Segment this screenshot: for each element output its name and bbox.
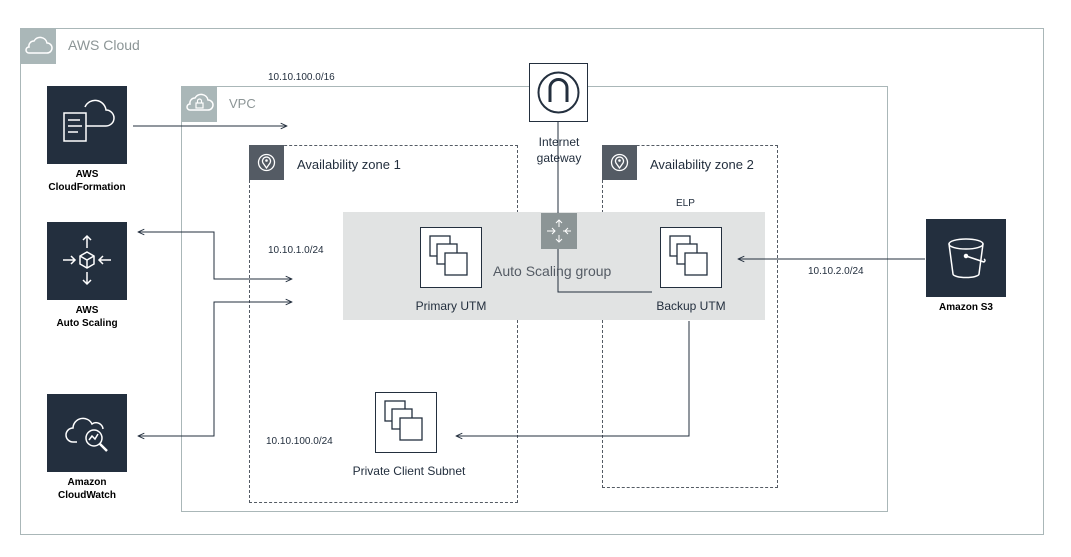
cloudformation-icon (47, 86, 127, 164)
igw-to-backup-line (557, 122, 652, 293)
primary-subnet-cidr: 10.10.1.0/24 (268, 245, 324, 256)
auto-scaling-group-label: Auto Scaling group (493, 263, 612, 279)
internet-gateway-label: Internet gateway (522, 134, 596, 166)
cloudwatch-label-line2: CloudWatch (58, 490, 116, 501)
auto-scaling-label-line2: Auto Scaling (56, 318, 118, 329)
internet-gateway-icon (529, 63, 588, 122)
backup-utm-icon (660, 227, 722, 288)
s3-label: Amazon S3 (939, 302, 993, 313)
cloudwatch-icon (47, 394, 127, 472)
cloudwatch-label: Amazon CloudWatch (37, 476, 137, 502)
vpc-label: VPC (229, 96, 256, 111)
vpc-cidr: 10.10.100.0/16 (268, 72, 335, 83)
auto-scaling-icon (47, 222, 127, 300)
primary-utm-label: Primary UTM (415, 299, 487, 313)
s3-bucket-icon (926, 219, 1006, 297)
aws-cloud-label: AWS Cloud (68, 37, 140, 53)
load-balancer-label: ELP (676, 198, 695, 209)
location-pin-icon (249, 145, 284, 180)
load-balancer-icon (541, 213, 577, 249)
internet-gateway-label-line2: gateway (536, 151, 582, 165)
backup-to-client-arrow (456, 321, 690, 436)
private-client-subnet-label: Private Client Subnet (352, 464, 466, 478)
internet-gateway-label-line1: Internet (538, 135, 580, 149)
cloudformation-label-line2: CloudFormation (48, 182, 126, 193)
aws-cloud-frame (20, 28, 1044, 535)
auto-scaling-label: AWS Auto Scaling (37, 304, 137, 330)
availability-zone-1-label: Availability zone 1 (297, 157, 401, 172)
cloudformation-label-line1: AWS (75, 169, 99, 180)
aws-cloud-icon (20, 28, 56, 64)
cloudwatch-label-line1: Amazon (67, 477, 107, 488)
auto-scaling-label-line1: AWS (75, 305, 99, 316)
s3-subnet-cidr: 10.10.2.0/24 (808, 266, 864, 277)
autoscaling-link-arrow (138, 232, 292, 279)
cloudwatch-link-arrow (138, 302, 292, 436)
backup-utm-label: Backup UTM (656, 299, 726, 313)
vpc-icon (181, 86, 217, 122)
availability-zone-2-label: Availability zone 2 (650, 157, 754, 172)
primary-utm-icon (420, 227, 482, 288)
location-pin-icon (602, 145, 637, 180)
private-client-subnet-icon (375, 392, 437, 453)
client-subnet-cidr: 10.10.100.0/24 (266, 436, 333, 447)
cloudformation-label: AWS CloudFormation (37, 168, 137, 194)
